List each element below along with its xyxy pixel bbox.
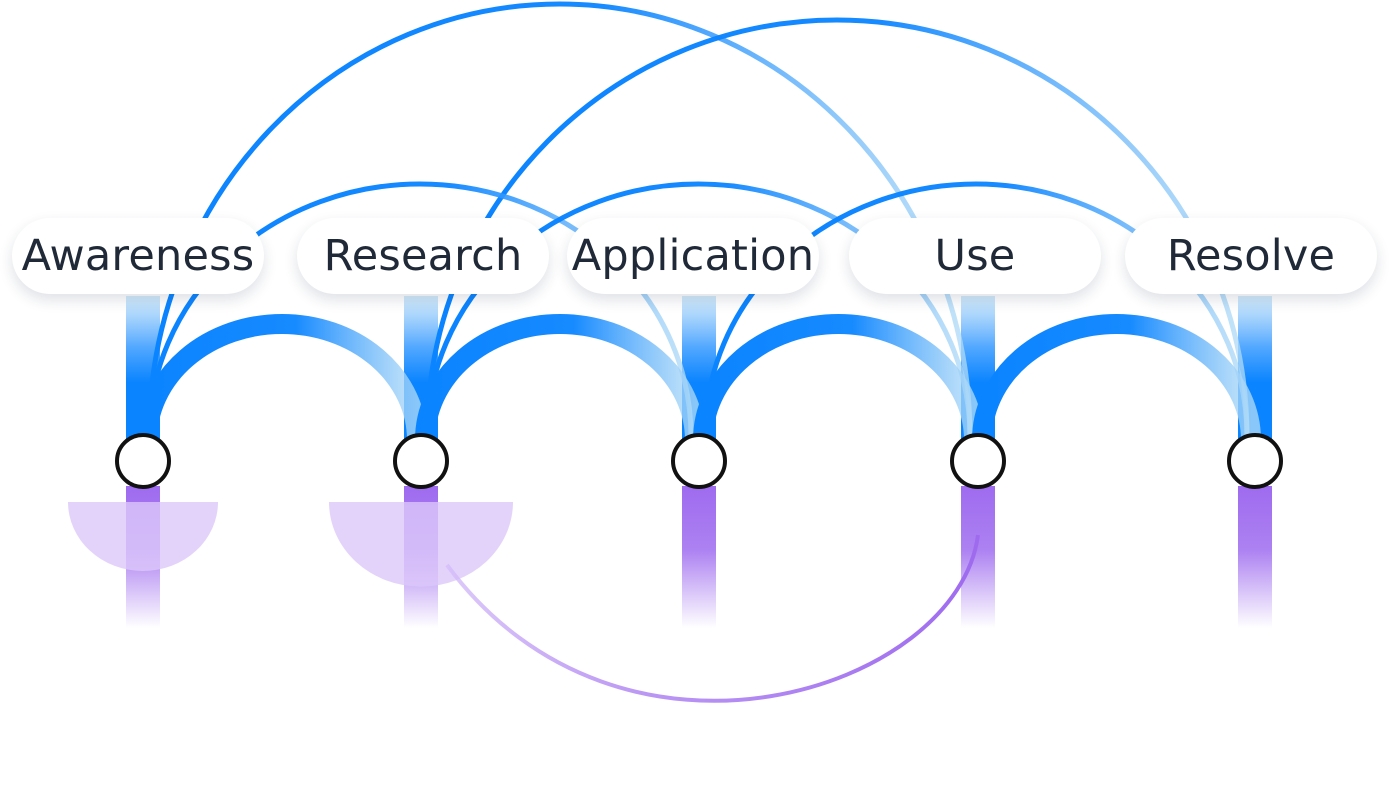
skip-arc-awareness-to-application xyxy=(146,181,694,437)
stage-nodes xyxy=(115,433,1283,489)
skip-arc-research-to-use xyxy=(424,181,973,437)
stage-node-research xyxy=(393,433,449,489)
stage-label-resolve: Resolve xyxy=(1125,218,1377,294)
stage-node-application xyxy=(671,433,727,489)
dropoff-fan-research xyxy=(329,502,513,587)
forward-arc-research-to-application xyxy=(415,314,705,441)
dropoff-fans xyxy=(68,502,513,587)
stage-node-awareness xyxy=(115,433,171,489)
forward-arc-use-to-resolve xyxy=(972,314,1261,441)
skip-arc-research-to-resolve xyxy=(424,17,1250,437)
stem-down-resolve xyxy=(1238,486,1272,628)
back-arc-use-to-research xyxy=(445,534,980,703)
stage-label-use: Use xyxy=(849,218,1101,294)
stage-node-use xyxy=(950,433,1006,489)
stage-label-research: Research xyxy=(297,218,549,294)
stem-down-application xyxy=(682,486,716,628)
forward-arc-application-to-use xyxy=(693,314,984,441)
skip-arc-application-to-resolve xyxy=(702,181,1250,437)
stage-label-application: Application xyxy=(567,218,819,294)
stage-label-awareness: Awareness xyxy=(12,218,264,294)
stem-down-use xyxy=(961,486,995,628)
forward-arc-awareness-to-research xyxy=(137,314,427,441)
dropoff-fan-awareness xyxy=(68,502,218,571)
stage-node-resolve xyxy=(1227,433,1283,489)
